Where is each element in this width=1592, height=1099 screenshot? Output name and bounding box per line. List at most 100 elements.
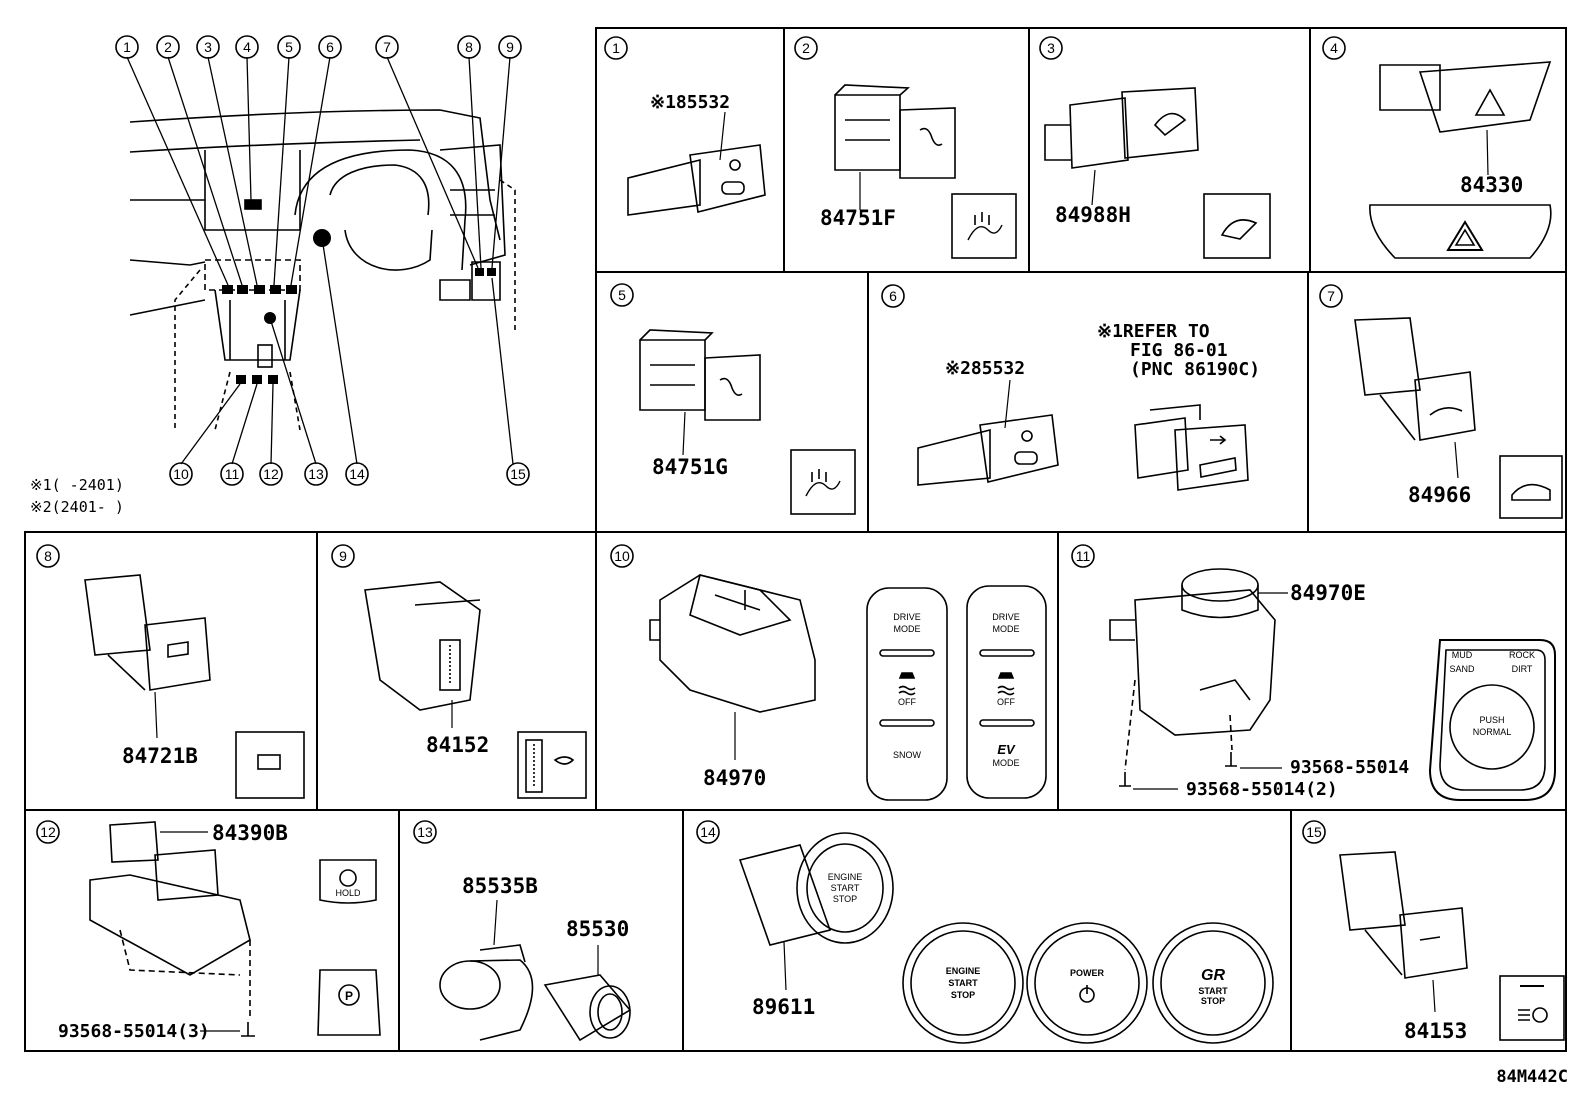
svg-text:1: 1	[612, 40, 620, 56]
svg-text:4: 4	[1330, 40, 1338, 56]
switch-84153-drawing	[1339, 851, 1468, 1013]
overview-callout-6: 6	[318, 35, 342, 59]
liftgate-symbol-box	[1203, 193, 1271, 259]
svg-text:14: 14	[700, 824, 716, 840]
part-number-85530: 85530	[566, 917, 629, 941]
switch-84970-drawing	[649, 574, 816, 760]
overview-callout-10: 10	[169, 462, 193, 486]
svg-text:HOLD: HOLD	[335, 888, 361, 898]
overview-callout-7: 7	[375, 35, 399, 59]
panel-1: 1 ※185532	[604, 36, 766, 216]
switch-84721B-drawing	[84, 574, 211, 739]
seat-heater-symbol-box	[951, 193, 1017, 259]
parking-brake-face: P	[317, 969, 381, 1036]
svg-text:DIRT: DIRT	[1512, 664, 1533, 674]
svg-text:9: 9	[506, 39, 514, 55]
svg-text:10: 10	[614, 548, 630, 564]
auto-high-beam-symbol-box	[1499, 975, 1565, 1041]
part-number-84751F: 84751F	[820, 206, 896, 230]
panel-grid	[24, 27, 1567, 1052]
part-number-84970: 84970	[703, 766, 766, 790]
svg-text:9: 9	[339, 548, 347, 564]
part-number-84390B: 84390B	[212, 821, 288, 845]
overview-callouts: 1 2 3 4 5 6 7 8 9 10 11 12 13 14 15	[115, 35, 530, 486]
svg-text:12: 12	[263, 466, 279, 482]
svg-text:ENGINE: ENGINE	[946, 966, 981, 976]
svg-text:SNOW: SNOW	[893, 750, 922, 760]
svg-text:ROCK: ROCK	[1509, 650, 1535, 660]
svg-text:MUD: MUD	[1452, 650, 1473, 660]
camera-view-symbol-box	[235, 731, 305, 799]
svg-text:14: 14	[349, 466, 365, 482]
svg-text:START: START	[831, 883, 860, 893]
svg-text:P: P	[345, 989, 353, 1003]
svg-text:13: 13	[308, 466, 324, 482]
overview-callout-8: 8	[457, 35, 481, 59]
overview-callout-14: 14	[345, 462, 369, 486]
dashboard-overview: 1 2 3 4 5 6 7 8 9 10 11 12 13 14 15 ※1( …	[30, 35, 530, 516]
svg-text:11: 11	[225, 466, 240, 482]
part-number-84330: 84330	[1460, 173, 1523, 197]
svg-text:MODE: MODE	[993, 758, 1020, 768]
panel-14: 14 ENGINE START STOP 89611 ENGINE START …	[696, 820, 1274, 1044]
diagram-code: 84M442C	[1496, 1067, 1568, 1087]
part-number-84988H: 84988H	[1055, 203, 1131, 227]
panel-10: 10 84970 DRIVE MODE OFF SNOW DRIVE MODE	[610, 544, 1047, 801]
svg-text:3: 3	[1047, 40, 1055, 56]
svg-text:7: 7	[383, 39, 391, 55]
overview-callout-2: 2	[156, 35, 180, 59]
svg-text:MODE: MODE	[894, 624, 921, 634]
svg-text:SAND: SAND	[1449, 664, 1475, 674]
overview-callout-13: 13	[304, 462, 328, 486]
svg-text:10: 10	[173, 466, 189, 482]
svg-text:OFF: OFF	[898, 697, 916, 707]
part-number-84152: 84152	[426, 733, 489, 757]
start-button-face-power: POWER	[1026, 922, 1148, 1044]
panel-15: 15 84153	[1302, 820, 1565, 1043]
trailer-symbol-box	[1499, 455, 1563, 519]
svg-text:ENGINE: ENGINE	[828, 872, 863, 882]
drive-mode-switch-face-right: DRIVE MODE OFF EV MODE	[966, 585, 1047, 799]
hazard-switch-face	[1369, 204, 1552, 259]
svg-text:2: 2	[802, 40, 810, 56]
svg-text:15: 15	[1306, 824, 1322, 840]
overview-callout-9: 9	[498, 35, 522, 59]
part-number-85532-a: ※185532	[650, 92, 730, 113]
svg-text:POWER: POWER	[1070, 968, 1105, 978]
brake-hold-face: HOLD	[319, 859, 377, 904]
svg-text:MODE: MODE	[993, 624, 1020, 634]
panel-9: 9 84152	[331, 544, 587, 799]
part-number-84970E: 84970E	[1290, 581, 1366, 605]
legend-note-1: ※1( -2401)	[30, 476, 124, 494]
part-number-84966: 84966	[1408, 483, 1471, 507]
panel-12: 12 84390B 93568-55014(3) HOLD P	[36, 820, 381, 1042]
panel-5: 5 84751G	[610, 283, 856, 515]
svg-text:NORMAL: NORMAL	[1473, 727, 1512, 737]
switch-84330-drawing	[1379, 61, 1552, 176]
switch-84152-drawing	[364, 581, 481, 728]
overview-callout-3: 3	[196, 35, 220, 59]
drive-mode-switch-face-left: DRIVE MODE OFF SNOW	[866, 587, 948, 801]
screw-b	[1119, 772, 1178, 790]
start-button-face-engine: ENGINE START STOP	[902, 922, 1024, 1044]
svg-text:2: 2	[164, 39, 172, 55]
usb-port-drawing	[1134, 404, 1249, 491]
overview-callout-4: 4	[235, 35, 259, 59]
svg-text:7: 7	[1327, 288, 1335, 304]
svg-text:EV: EV	[997, 742, 1016, 757]
svg-text:8: 8	[44, 548, 52, 564]
svg-text:1: 1	[123, 39, 131, 55]
switch-84988H-drawing	[1044, 87, 1199, 206]
panel-8: 8 84721B	[36, 544, 305, 799]
svg-text:GR: GR	[1201, 967, 1225, 984]
part-number-84153: 84153	[1404, 1019, 1467, 1043]
svg-text:15: 15	[510, 466, 526, 482]
overview-callout-5: 5	[277, 35, 301, 59]
reference-note-line-2: FIG 86-01	[1130, 340, 1228, 361]
panel-11: 11 84970E 93568-55014 93568-55014(2) MUD	[1071, 544, 1556, 801]
svg-text:PUSH: PUSH	[1479, 715, 1504, 725]
start-button-face-gr: GR START STOP	[1152, 922, 1274, 1044]
overview-callout-15: 15	[506, 462, 530, 486]
screw-part-number-1: 93568-55014	[1290, 757, 1409, 778]
svg-text:OFF: OFF	[997, 697, 1015, 707]
